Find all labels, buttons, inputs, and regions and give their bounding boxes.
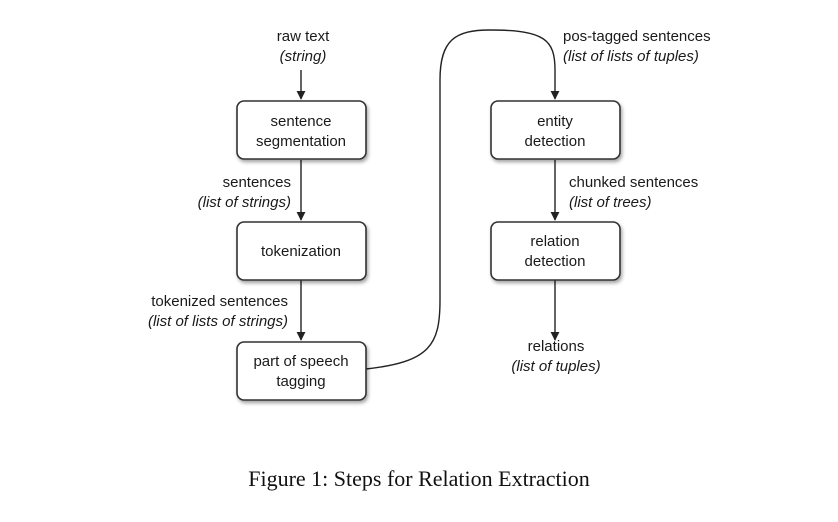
node-sentence-segmentation-line-1: sentence (271, 113, 332, 130)
label-raw-text: raw text (string) (277, 28, 330, 65)
edge-pos-tagging-to-entity-detection (365, 29, 560, 370)
node-part-of-speech-tagging-line-1: part of speech (253, 353, 348, 370)
node-relation-detection: relation detection (490, 221, 621, 281)
label-chunked-sentences-type: (list of trees) (569, 194, 652, 211)
node-tokenization: tokenization (236, 221, 367, 281)
label-relations-main: relations (528, 338, 585, 355)
relation-extraction-diagram: sentence segmentation tokenization part … (148, 28, 711, 401)
label-relations: relations (list of tuples) (511, 338, 600, 375)
label-relations-type: (list of tuples) (511, 358, 600, 375)
label-raw-text-main: raw text (277, 28, 330, 45)
node-entity-detection: entity detection (490, 100, 621, 160)
label-raw-text-type: (string) (280, 48, 327, 65)
label-chunked-sentences: chunked sentences (list of trees) (569, 174, 698, 211)
node-part-of-speech-tagging: part of speech tagging (236, 341, 367, 401)
node-entity-detection-line-1: entity (537, 113, 573, 130)
label-tokenized-sentences: tokenized sentences (list of lists of st… (148, 293, 288, 330)
figure-caption: Figure 1: Steps for Relation Extraction (248, 466, 590, 491)
node-tokenization-line-1: tokenization (261, 243, 341, 260)
label-pos-tagged-sentences: pos-tagged sentences (list of lists of t… (563, 28, 711, 65)
label-sentences-type: (list of strings) (198, 194, 291, 211)
node-relation-detection-line-1: relation (530, 233, 579, 250)
label-tokenized-sentences-type: (list of lists of strings) (148, 313, 288, 330)
label-tokenized-sentences-main: tokenized sentences (151, 293, 288, 310)
node-entity-detection-line-2: detection (525, 133, 586, 150)
label-pos-tagged-sentences-main: pos-tagged sentences (563, 28, 711, 45)
label-pos-tagged-sentences-type: (list of lists of tuples) (563, 48, 699, 65)
label-sentences: sentences (list of strings) (198, 174, 291, 211)
label-chunked-sentences-main: chunked sentences (569, 174, 698, 191)
node-relation-detection-line-2: detection (525, 253, 586, 270)
label-sentences-main: sentences (223, 174, 291, 191)
node-sentence-segmentation: sentence segmentation (236, 100, 367, 160)
node-part-of-speech-tagging-line-2: tagging (276, 373, 325, 390)
node-sentence-segmentation-line-2: segmentation (256, 133, 346, 150)
